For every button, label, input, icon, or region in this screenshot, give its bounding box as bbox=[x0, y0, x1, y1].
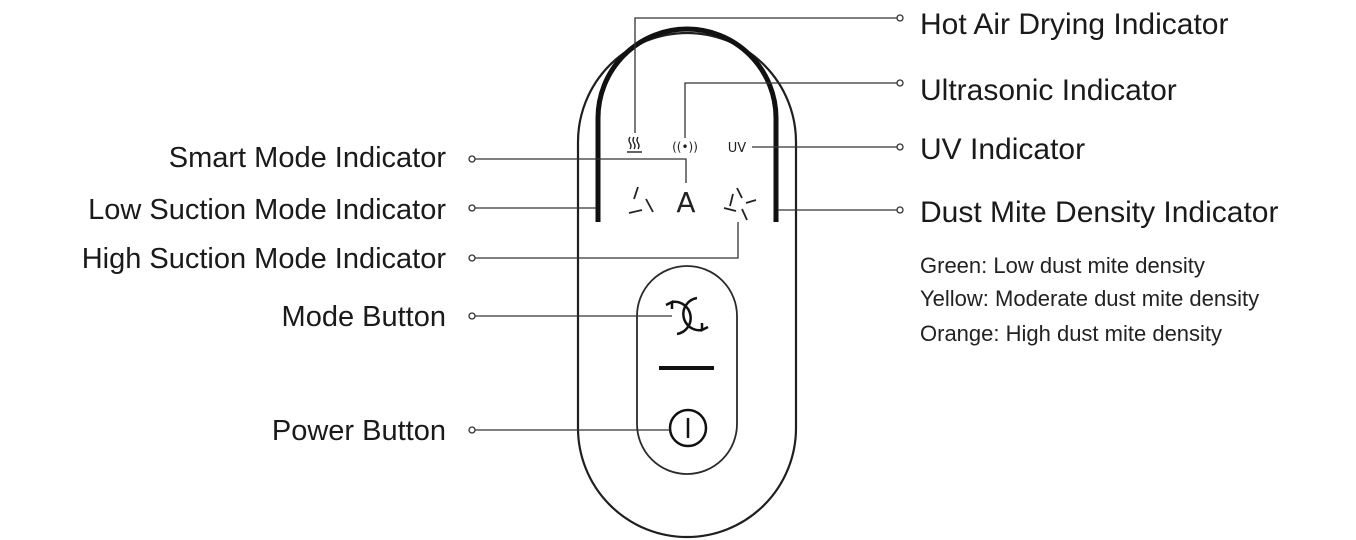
leader-low-suction bbox=[468, 204, 596, 212]
label-ultrasonic-indicator: Ultrasonic Indicator bbox=[920, 74, 1177, 107]
smart-mode-icon: A bbox=[676, 186, 695, 219]
leader-mode-button bbox=[468, 312, 672, 320]
leader-high-suction bbox=[468, 222, 739, 262]
label-power-button: Power Button bbox=[271, 415, 446, 447]
legend-green: Green: Low dust mite density bbox=[920, 253, 1205, 278]
leader-dust-mite bbox=[778, 206, 904, 214]
heat-waves-icon bbox=[627, 136, 642, 153]
leader-ultrasonic bbox=[684, 79, 904, 138]
fan-high-icon bbox=[723, 187, 757, 221]
label-uv-indicator: UV Indicator bbox=[920, 133, 1086, 166]
leader-hot-air bbox=[634, 14, 904, 133]
leader-power-button bbox=[468, 426, 670, 434]
legend-yellow: Yellow: Moderate dust mite density bbox=[920, 286, 1260, 311]
power-icon[interactable] bbox=[668, 408, 708, 448]
legend-orange: Orange: High dust mite density bbox=[920, 321, 1223, 346]
button-pod bbox=[636, 265, 738, 475]
label-high-suction-indicator: High Suction Mode Indicator bbox=[81, 243, 446, 275]
label-mode-button: Mode Button bbox=[281, 301, 446, 333]
label-low-suction-indicator: Low Suction Mode Indicator bbox=[88, 194, 446, 226]
leader-uv bbox=[752, 143, 904, 151]
label-hot-air-drying-indicator: Hot Air Drying Indicator bbox=[920, 8, 1229, 41]
ultrasonic-icon: ((•)) bbox=[672, 140, 698, 154]
label-smart-mode-indicator: Smart Mode Indicator bbox=[168, 142, 446, 174]
leader-smart-mode bbox=[468, 155, 687, 183]
fan-low-icon bbox=[628, 186, 654, 214]
mode-cycle-icon[interactable] bbox=[665, 296, 709, 336]
device-outline bbox=[576, 31, 798, 539]
label-dust-mite-density-indicator: Dust Mite Density Indicator bbox=[920, 196, 1279, 229]
uv-icon: UV bbox=[728, 141, 747, 156]
